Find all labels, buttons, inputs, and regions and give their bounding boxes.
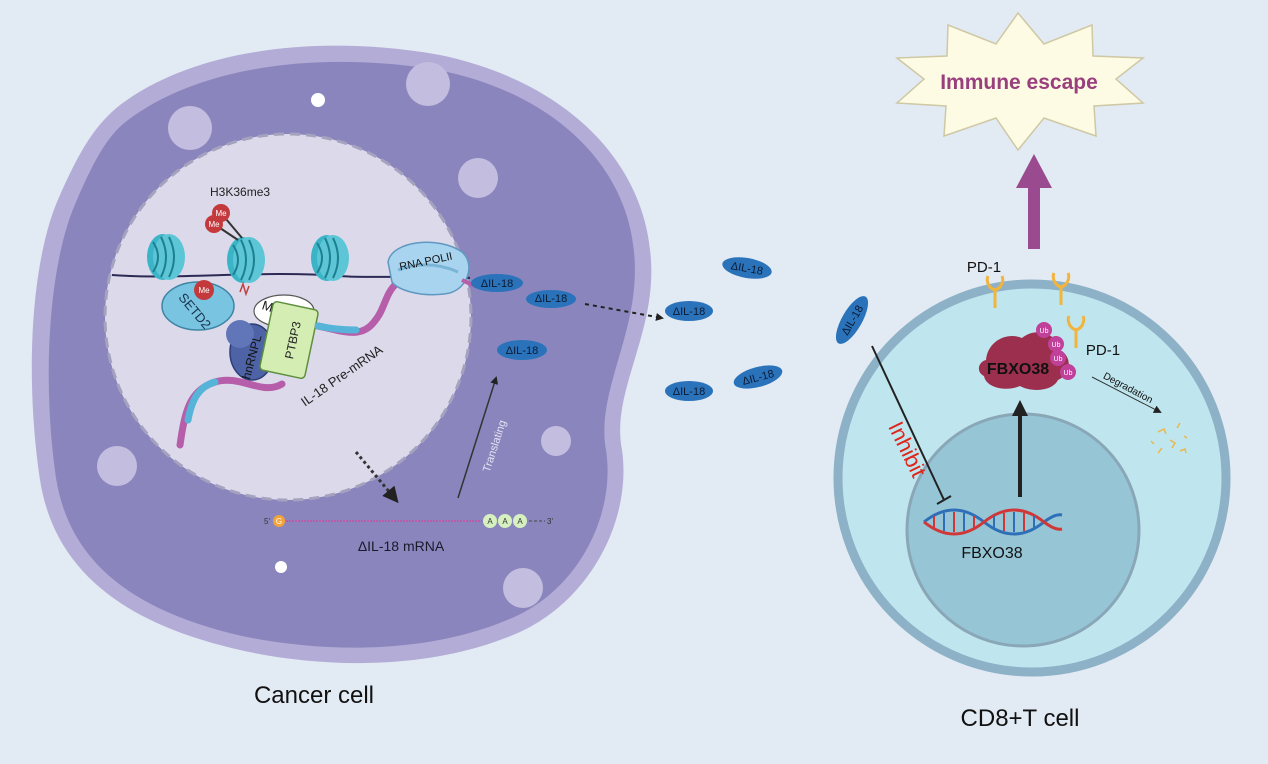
svg-text:G: G xyxy=(276,517,282,526)
fbxo38-protein-label: FBXO38 xyxy=(987,361,1049,378)
svg-text:Ub: Ub xyxy=(1052,342,1061,349)
h3k36me3-label: H3K36me3 xyxy=(210,185,270,199)
delta-il18-particle: ΔIL-18 xyxy=(471,274,523,292)
vesicle xyxy=(503,568,543,608)
fbxo38-gene-dna xyxy=(923,508,1063,536)
svg-text:5': 5' xyxy=(264,517,270,526)
svg-text:Ub: Ub xyxy=(1064,370,1073,377)
ubiquitin: Ub xyxy=(1036,322,1052,338)
pre-mrna-strand xyxy=(184,378,219,424)
nucleosome xyxy=(147,234,185,280)
methyl-group: Me xyxy=(212,204,230,222)
inhibit-line xyxy=(871,345,945,501)
methyl-group: Me xyxy=(194,280,214,300)
svg-text:Me: Me xyxy=(198,286,210,295)
nucleosome xyxy=(227,237,265,283)
vesicle xyxy=(458,158,498,198)
delta-il18-mrna: 5' G A A A 3' xyxy=(264,514,553,528)
pd1-membrane-label: PD-1 xyxy=(967,259,1001,276)
vesicle xyxy=(311,93,325,107)
svg-text:Me: Me xyxy=(208,220,220,229)
vesicle xyxy=(97,446,137,486)
ubiquitin: Ub xyxy=(1060,364,1076,380)
svg-text:3': 3' xyxy=(547,517,553,526)
rna-polymerase: RNA POLII xyxy=(387,241,470,296)
svg-text:Ub: Ub xyxy=(1040,328,1049,335)
svg-text:ΔIL-18: ΔIL-18 xyxy=(506,345,538,357)
ubiquitin: Ub xyxy=(1050,350,1066,366)
pd1-receptor xyxy=(985,275,1005,308)
cancer-cell: Me Me H3K36me3 SETD2 Me hnRNPL MRG15 xyxy=(31,45,652,664)
svg-text:Me: Me xyxy=(215,209,227,218)
pd1-receptor xyxy=(1051,272,1071,305)
svg-text:ΔIL-18: ΔIL-18 xyxy=(730,260,764,277)
cd8-t-cell: FBXO38 FBXO38 Ub Ub Ub Ub xyxy=(833,259,1231,677)
cancer-cell-label: Cancer cell xyxy=(254,682,374,709)
immune-escape-label: Immune escape xyxy=(940,71,1098,94)
degradation-arrow xyxy=(1091,376,1162,413)
svg-text:ΔIL-18: ΔIL-18 xyxy=(481,278,513,290)
delta-il18-particle: ΔIL-18 xyxy=(665,381,713,401)
vesicle xyxy=(168,106,212,150)
svg-text:ΔIL-18: ΔIL-18 xyxy=(673,386,705,398)
svg-text:A: A xyxy=(487,517,493,526)
secretion-arrow xyxy=(584,303,664,321)
svg-text:A: A xyxy=(502,517,508,526)
translating-arrow xyxy=(457,376,499,499)
inhibit-bar xyxy=(936,495,952,505)
svg-text:A: A xyxy=(517,517,523,526)
ubiquitin: Ub xyxy=(1048,336,1064,352)
immune-escape-arrow xyxy=(1016,154,1052,249)
pd1-bound-label: PD-1 xyxy=(1086,342,1120,359)
vesicle xyxy=(275,561,287,573)
immune-escape-burst xyxy=(894,11,1146,152)
delta-il18-particle: ΔIL-18 xyxy=(733,365,783,389)
delta-il18-particle: ΔIL-18 xyxy=(722,257,772,279)
delta-il18-particle: ΔIL-18 xyxy=(497,340,547,360)
pre-mrna-strand xyxy=(314,322,360,334)
pd1-receptor xyxy=(1066,315,1086,348)
delta-il18-particle: ΔIL-18 xyxy=(665,301,713,321)
ptbp3-protein: PTBP3 xyxy=(259,300,319,380)
nucleosome xyxy=(311,235,349,281)
cd8-t-cell-label: CD8+T cell xyxy=(961,705,1080,732)
vesicle xyxy=(541,426,571,456)
degraded-fragments xyxy=(1150,422,1188,454)
export-arrow xyxy=(354,451,399,504)
hnrnpl-protein: hnRNPL xyxy=(226,320,275,381)
delta-il18-particle: ΔIL-18 xyxy=(526,290,576,308)
mrna-label: ΔIL-18 mRNA xyxy=(358,538,445,554)
fbxo38-protein xyxy=(978,332,1069,390)
vesicle xyxy=(406,62,450,106)
fbxo38-gene-label: FBXO38 xyxy=(961,545,1022,562)
svg-text:Ub: Ub xyxy=(1054,356,1063,363)
svg-text:ΔIL-18: ΔIL-18 xyxy=(535,293,567,305)
svg-text:ΔIL-18: ΔIL-18 xyxy=(673,306,705,318)
